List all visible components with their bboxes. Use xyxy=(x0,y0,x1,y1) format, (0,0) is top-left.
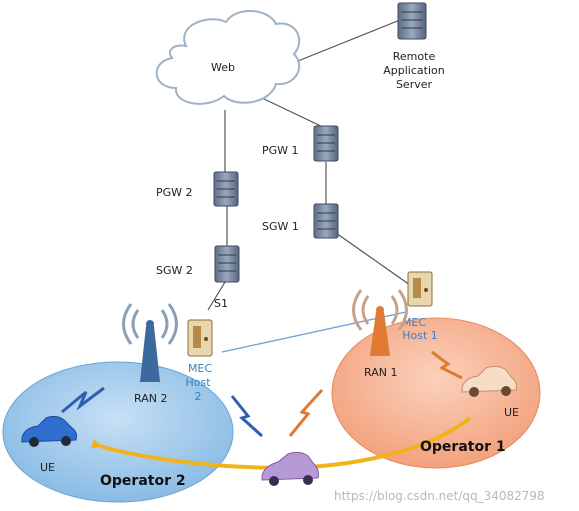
network-links xyxy=(207,19,411,311)
wireless-signal-icon xyxy=(61,386,105,414)
sgw2-server-icon xyxy=(214,245,240,283)
mec-host1-label-line1: MEC xyxy=(402,316,426,329)
remote-server-label-line3: Server xyxy=(396,78,433,91)
ue-left-label: UE xyxy=(40,461,55,474)
operator2-coverage-area xyxy=(2,361,234,503)
cloud-label: Web xyxy=(211,61,235,74)
pgw1-server-icon xyxy=(313,125,339,162)
web-cloud: Web xyxy=(155,9,301,105)
ran1-tower-icon xyxy=(352,289,408,356)
mec-host2-label-line2: Host xyxy=(185,376,211,389)
remote-server-icon xyxy=(397,2,427,40)
mec-host2-label-line1: MEC xyxy=(188,362,212,375)
pgw2-server-icon xyxy=(213,171,239,207)
s1-label: S1 xyxy=(214,297,228,310)
watermark-text: https://blog.csdn.net/qq_34082798 xyxy=(334,489,545,503)
ran1-label: RAN 1 xyxy=(364,366,397,379)
mec-host1-icon xyxy=(407,271,433,307)
sgw1-server-icon xyxy=(313,203,339,239)
operator1-label: Operator 1 xyxy=(420,439,506,455)
mec-host2-label-line3: 2 xyxy=(195,390,202,403)
pgw1-label: PGW 1 xyxy=(262,144,299,157)
mec-host2-icon xyxy=(187,319,213,357)
ue-car-right-icon xyxy=(461,365,517,397)
remote-server-label-line2: Application xyxy=(383,64,444,77)
pgw2-label: PGW 2 xyxy=(156,186,193,199)
sgw2-label: SGW 2 xyxy=(156,264,193,277)
ran2-label: RAN 2 xyxy=(134,392,167,405)
ue-right-label: UE xyxy=(504,406,519,419)
wireless-signal-icon xyxy=(431,350,463,380)
ue-car-left-icon xyxy=(21,415,77,447)
ran2-tower-icon xyxy=(122,303,178,382)
wireless-signal-icon xyxy=(230,395,264,438)
mec-host1-label-line2: Host 1 xyxy=(402,329,438,342)
sgw1-label: SGW 1 xyxy=(262,220,299,233)
remote-server-label-line1: Remote xyxy=(393,50,436,63)
wireless-signal-icon xyxy=(288,388,324,437)
moving-car-icon xyxy=(261,451,319,486)
operator2-label: Operator 2 xyxy=(100,473,186,489)
